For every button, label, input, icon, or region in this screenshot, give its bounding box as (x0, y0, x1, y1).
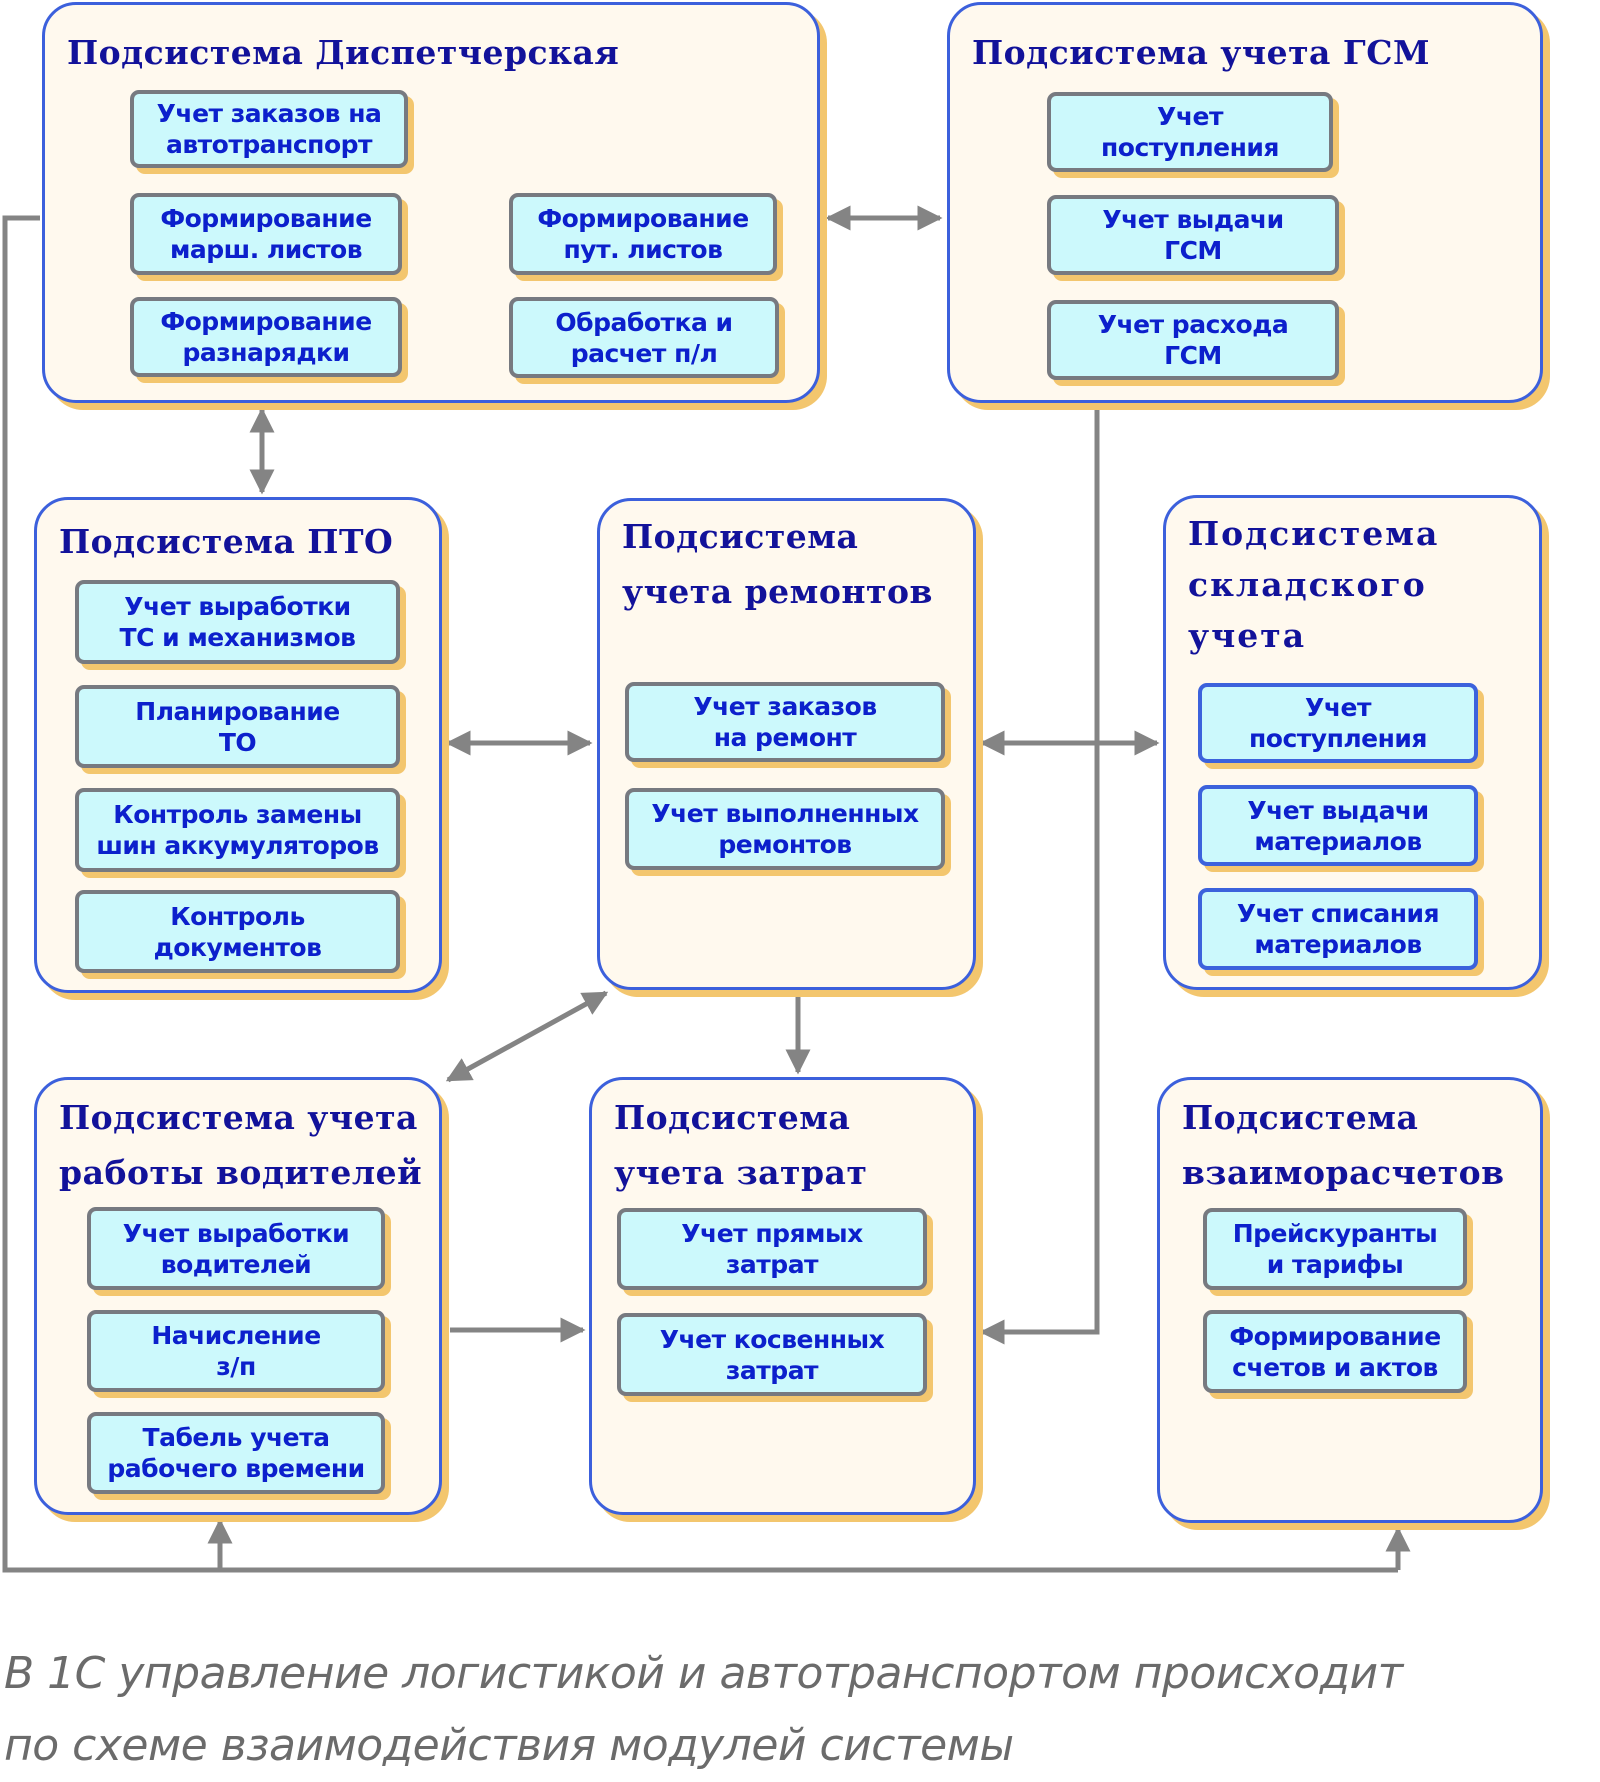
module-material-receipt[interactable]: Учет поступления (1198, 683, 1478, 763)
module-waybill-processing[interactable]: Обработка и расчет п/л (509, 297, 779, 378)
module-completed-repairs[interactable]: Учет выполненных ремонтов (625, 788, 945, 870)
caption-line-1: В 1С управление логистикой и автотранспо… (4, 1648, 1403, 1699)
subsystem-costs: Подсистема учета затрат (589, 1077, 976, 1515)
subsystem-settlements: Подсистема взаиморасчетов (1157, 1077, 1543, 1523)
module-vehicle-output[interactable]: Учет выработки ТС и механизмов (75, 580, 400, 664)
module-timesheet[interactable]: Табель учета рабочего времени (87, 1412, 385, 1494)
module-dispatch-orders[interactable]: Формирование разнарядки (130, 297, 402, 377)
subsystem-title: Подсистема складского учета (1188, 514, 1440, 655)
module-document-control[interactable]: Контроль документов (75, 890, 400, 973)
module-waybills[interactable]: Формирование пут. листов (509, 193, 777, 275)
module-payroll[interactable]: Начисление з/п (87, 1310, 385, 1392)
module-indirect-costs[interactable]: Учет косвенных затрат (617, 1313, 927, 1396)
subsystem-title: Подсистема учета ГСМ (972, 33, 1430, 72)
module-fuel-issue[interactable]: Учет выдачи ГСМ (1047, 195, 1339, 275)
module-route-sheets[interactable]: Формирование марш. листов (130, 193, 402, 275)
bus-line (2, 215, 1398, 1573)
module-material-writeoff[interactable]: Учет списания материалов (1198, 888, 1478, 970)
arrow-repairs-drivers (445, 990, 609, 1083)
module-tire-battery-control[interactable]: Контроль замены шин аккумуляторов (75, 788, 400, 872)
module-direct-costs[interactable]: Учет прямых затрат (617, 1208, 927, 1290)
module-vehicle-orders[interactable]: Учет заказов на автотранспорт (130, 90, 408, 168)
subsystem-title: Подсистема учета ремонтов (622, 517, 933, 611)
module-maintenance-planning[interactable]: Планирование ТО (75, 685, 400, 768)
module-price-lists[interactable]: Прейскуранты и тарифы (1203, 1208, 1467, 1290)
module-material-issue[interactable]: Учет выдачи материалов (1198, 785, 1478, 866)
module-invoices-acts[interactable]: Формирование счетов и актов (1203, 1310, 1467, 1393)
module-fuel-receipt[interactable]: Учет поступления (1047, 92, 1333, 172)
subsystem-title: Подсистема учета затрат (614, 1098, 868, 1192)
subsystem-title: Подсистема взаиморасчетов (1182, 1098, 1505, 1192)
arrow-fuel-costs (979, 406, 1100, 1345)
subsystem-title: Подсистема учета работы водителей (59, 1098, 423, 1192)
caption-line-2: по схеме взаимодействия модулей системы (4, 1720, 1014, 1771)
module-fuel-consumption[interactable]: Учет расхода ГСМ (1047, 300, 1339, 380)
module-repair-orders[interactable]: Учет заказов на ремонт (625, 682, 945, 762)
subsystem-title: Подсистема ПТО (59, 522, 394, 561)
subsystem-title: Подсистема Диспетчерская (67, 33, 620, 72)
module-driver-output[interactable]: Учет выработки водителей (87, 1207, 385, 1290)
